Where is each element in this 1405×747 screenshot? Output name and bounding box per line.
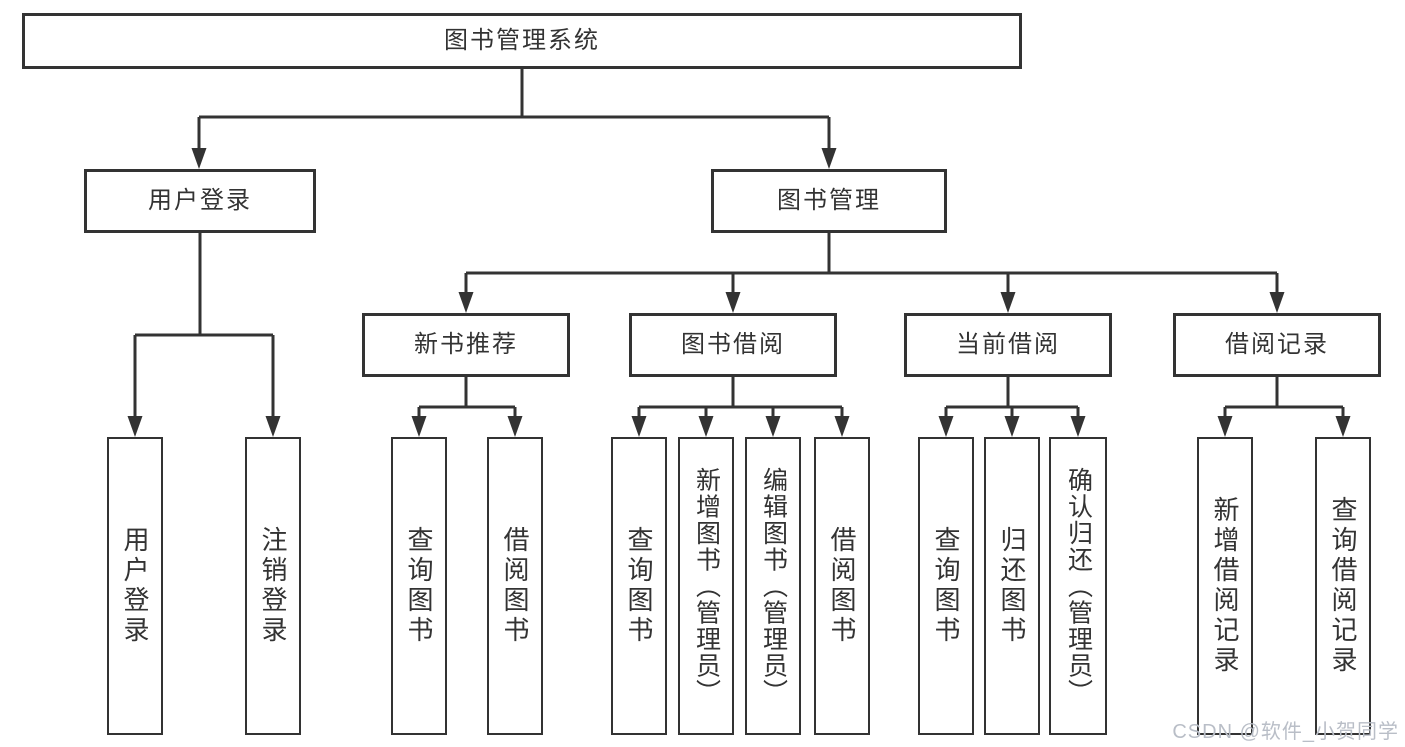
arrowhead-icon [191, 148, 207, 169]
arrowhead-icon [265, 416, 281, 437]
node-label-leaf-query-book-2: 查询图书 [624, 526, 654, 646]
node-label-leaf-logout: 注销登录 [258, 526, 288, 646]
arrowhead-icon [725, 292, 741, 313]
node-label-leaf-confirm-return: 确认归还（管理员） [1064, 466, 1093, 706]
node-borrow-record: 借阅记录 [1173, 313, 1381, 377]
node-label-book-borrow: 图书借阅 [681, 331, 785, 358]
node-leaf-query-record: 查询借阅记录 [1315, 437, 1371, 735]
node-label-leaf-user-login: 用户登录 [120, 526, 150, 646]
arrowhead-icon [1217, 416, 1233, 437]
node-label-leaf-query-book-1: 查询图书 [404, 526, 434, 646]
node-leaf-query-book-1: 查询图书 [391, 437, 447, 735]
node-label-borrow-record: 借阅记录 [1225, 331, 1329, 358]
arrowhead-icon [411, 416, 427, 437]
node-leaf-borrow-book-1: 借阅图书 [487, 437, 543, 735]
arrowhead-icon [1004, 416, 1020, 437]
node-label-leaf-borrow-book-1: 借阅图书 [500, 526, 530, 646]
arrowhead-icon [458, 292, 474, 313]
node-leaf-query-book-3: 查询图书 [918, 437, 974, 735]
node-current-borrow: 当前借阅 [904, 313, 1112, 377]
node-label-leaf-add-record: 新增借阅记录 [1210, 496, 1240, 676]
node-label-leaf-add-book: 新增图书（管理员） [692, 466, 721, 706]
arrowhead-icon [834, 416, 850, 437]
arrowhead-icon [127, 416, 143, 437]
node-label-current-borrow: 当前借阅 [956, 331, 1060, 358]
node-label-user-login: 用户登录 [148, 187, 252, 214]
node-leaf-add-book: 新增图书（管理员） [678, 437, 734, 735]
arrowhead-icon [698, 416, 714, 437]
node-leaf-logout: 注销登录 [245, 437, 301, 735]
node-label-book-mgmt: 图书管理 [777, 187, 881, 214]
node-leaf-add-record: 新增借阅记录 [1197, 437, 1253, 735]
node-label-leaf-query-record: 查询借阅记录 [1328, 496, 1358, 676]
node-label-leaf-edit-book: 编辑图书（管理员） [759, 466, 788, 706]
node-label-leaf-return-book: 归还图书 [997, 526, 1027, 646]
node-book-borrow: 图书借阅 [629, 313, 837, 377]
node-leaf-query-book-2: 查询图书 [611, 437, 667, 735]
arrowhead-icon [1070, 416, 1086, 437]
node-label-leaf-query-book-3: 查询图书 [931, 526, 961, 646]
node-leaf-return-book: 归还图书 [984, 437, 1040, 735]
watermark: CSDN @软件_小贺同学 [1172, 721, 1399, 743]
arrowhead-icon [1269, 292, 1285, 313]
node-label-new-book-rec: 新书推荐 [414, 331, 518, 358]
arrowhead-icon [631, 416, 647, 437]
node-leaf-user-login: 用户登录 [107, 437, 163, 735]
node-leaf-confirm-return: 确认归还（管理员） [1049, 437, 1107, 735]
arrowhead-icon [1335, 416, 1351, 437]
arrowhead-icon [821, 148, 837, 169]
node-root: 图书管理系统 [22, 13, 1022, 69]
node-user-login: 用户登录 [84, 169, 316, 233]
arrowhead-icon [765, 416, 781, 437]
arrowhead-icon [938, 416, 954, 437]
node-leaf-edit-book: 编辑图书（管理员） [745, 437, 801, 735]
node-label-root: 图书管理系统 [444, 27, 600, 54]
node-new-book-rec: 新书推荐 [362, 313, 570, 377]
arrowhead-icon [1000, 292, 1016, 313]
arrowhead-icon [507, 416, 523, 437]
node-book-mgmt: 图书管理 [711, 169, 947, 233]
node-label-leaf-borrow-book-2: 借阅图书 [827, 526, 857, 646]
node-leaf-borrow-book-2: 借阅图书 [814, 437, 870, 735]
